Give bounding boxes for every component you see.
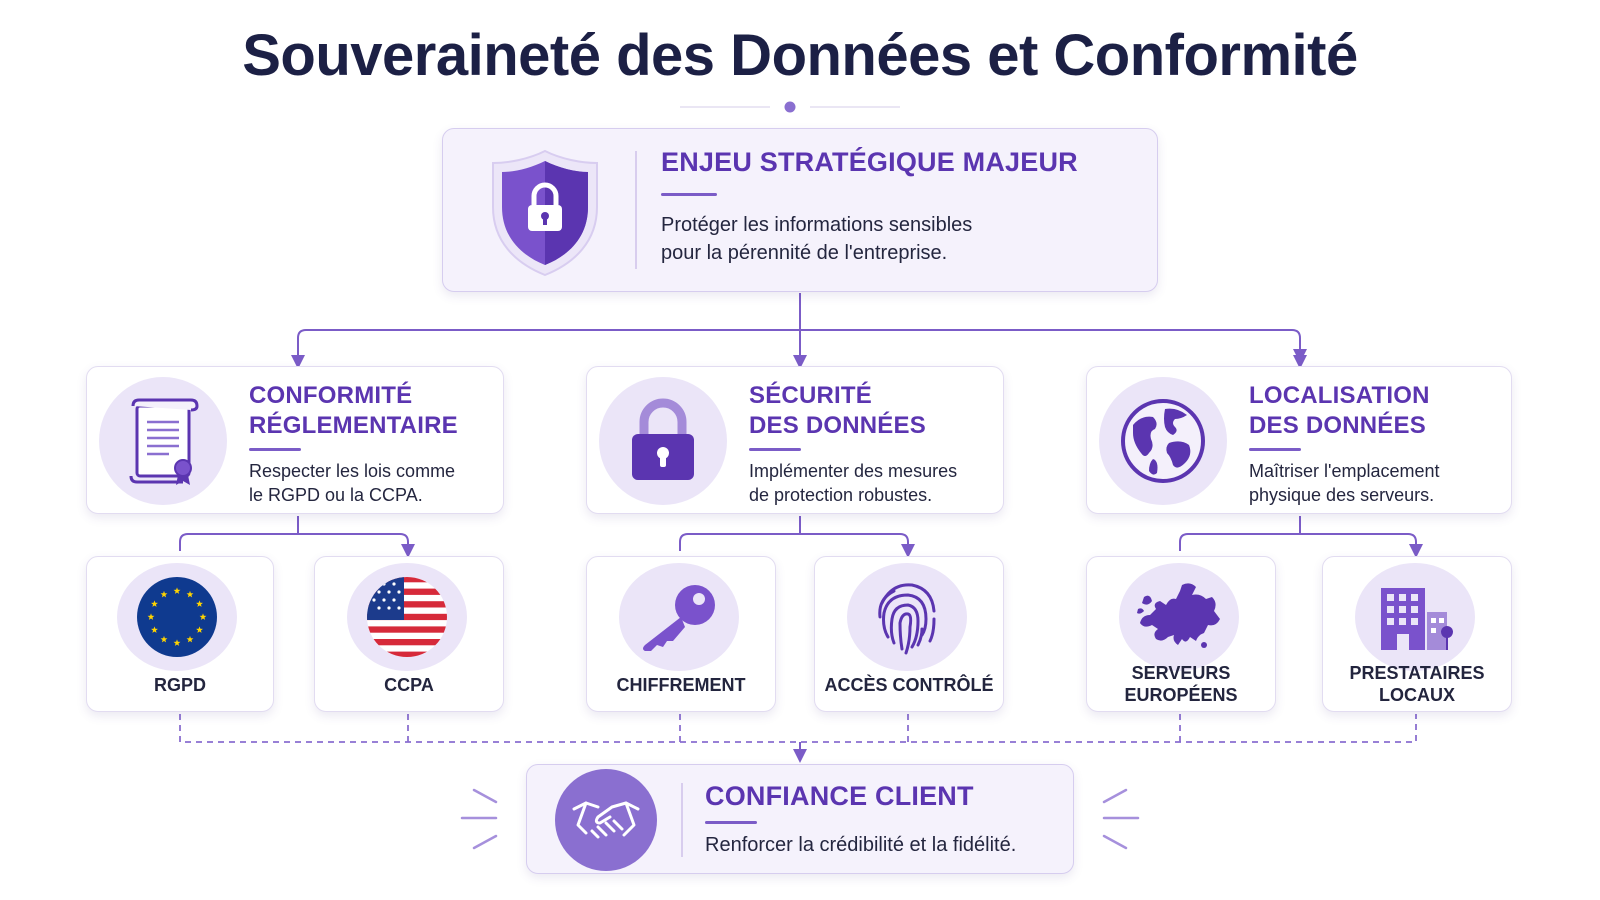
heading-underline	[705, 821, 757, 824]
eu-star	[160, 590, 168, 598]
key-icon	[619, 563, 739, 671]
leaf-card-access-control: ACCÈS CONTRÔLÉ	[814, 556, 1004, 712]
shield-lock-icon	[487, 145, 603, 279]
heading-underline	[749, 448, 801, 451]
client-trust-card: CONFIANCE CLIENT Renforcer la crédibilit…	[526, 764, 1074, 874]
pillar-description: de protection robustes.	[749, 485, 933, 505]
eu-star	[147, 613, 155, 620]
leaf-card-ccpa: CCPA	[314, 556, 504, 712]
leaf-label: ACCÈS CONTRÔLÉ	[824, 675, 994, 695]
fingerprint-icon	[847, 563, 967, 671]
eu-star	[186, 635, 194, 643]
pillar-description: Implémenter des mesures	[749, 461, 958, 481]
heading-underline	[661, 193, 717, 196]
leaf-label: SERVEURS	[1131, 663, 1231, 683]
card-heading: CONFIANCE CLIENT	[705, 781, 974, 811]
eu-star	[160, 635, 168, 643]
eu-star	[151, 626, 158, 633]
card-divider	[681, 783, 683, 857]
pillar-description: Maîtriser l'emplacement	[1249, 461, 1440, 481]
pillar-card-compliance: CONFORMITÉ RÉGLEMENTAIRE Respecter les l…	[86, 366, 504, 514]
card-divider	[635, 151, 637, 269]
leaf-label: EUROPÉENS	[1124, 685, 1238, 705]
eu-star	[186, 590, 194, 598]
pillar-heading: DES DONNÉES	[1249, 412, 1426, 439]
leaf-card-encryption: CHIFFREMENT	[586, 556, 776, 712]
leaf-card-european-servers: SERVEURS EUROPÉENS	[1086, 556, 1276, 712]
certificate-scroll-icon	[99, 377, 227, 505]
eu-star	[196, 626, 203, 633]
title-divider	[680, 101, 900, 113]
pillar-heading: DES DONNÉES	[749, 412, 926, 439]
heading-underline	[1249, 448, 1301, 451]
pillar-description: physique des serveurs.	[1249, 485, 1435, 505]
card-description: Renforcer la crédibilité et la fidélité.	[705, 834, 1017, 856]
europe-map-icon	[1119, 563, 1239, 671]
eu-star	[196, 600, 203, 607]
card-description-line: pour la pérennité de l'entreprise.	[661, 242, 948, 264]
heading-underline	[249, 448, 301, 451]
leaf-label: PRESTATAIRES	[1349, 663, 1485, 683]
building-icon	[1355, 563, 1475, 671]
eu-star	[173, 587, 181, 594]
leaf-label: LOCAUX	[1379, 685, 1455, 705]
card-description-line: Protéger les informations sensibles	[661, 214, 973, 236]
eu-flag-icon	[117, 563, 237, 671]
eu-star	[199, 613, 207, 620]
page-title: Souveraineté des Données et Conformité	[242, 23, 1358, 88]
leaf-label: RGPD	[153, 675, 206, 695]
leaf-card-local-providers: PRESTATAIRES LOCAUX	[1322, 556, 1512, 712]
pillar-card-security: SÉCURITÉ DES DONNÉES Implémenter des mes…	[586, 366, 1004, 514]
leaf-card-rgpd: RGPD	[86, 556, 274, 712]
card-heading: ENJEU STRATÉGIQUE MAJEUR	[661, 147, 1078, 177]
pillar-heading: LOCALISATION	[1249, 382, 1430, 409]
handshake-icon	[555, 769, 657, 871]
globe-icon	[1099, 377, 1227, 505]
pillar-card-localization: LOCALISATION DES DONNÉES Maîtriser l'emp…	[1086, 366, 1512, 514]
eu-star	[173, 639, 181, 646]
padlock-icon	[599, 377, 727, 505]
leaf-label: CHIFFREMENT	[616, 675, 746, 695]
pillar-description: le RGPD ou la CCPA.	[249, 485, 423, 505]
strategic-issue-card: ENJEU STRATÉGIQUE MAJEUR Protéger les in…	[442, 128, 1158, 292]
pillar-heading: CONFORMITÉ	[249, 382, 413, 409]
pillar-heading: SÉCURITÉ	[749, 382, 872, 409]
pillar-description: Respecter les lois comme	[249, 461, 456, 481]
leaf-label: CCPA	[384, 675, 434, 695]
eu-star	[151, 600, 158, 607]
us-flag-icon	[347, 563, 467, 671]
pillar-heading: RÉGLEMENTAIRE	[249, 412, 458, 439]
